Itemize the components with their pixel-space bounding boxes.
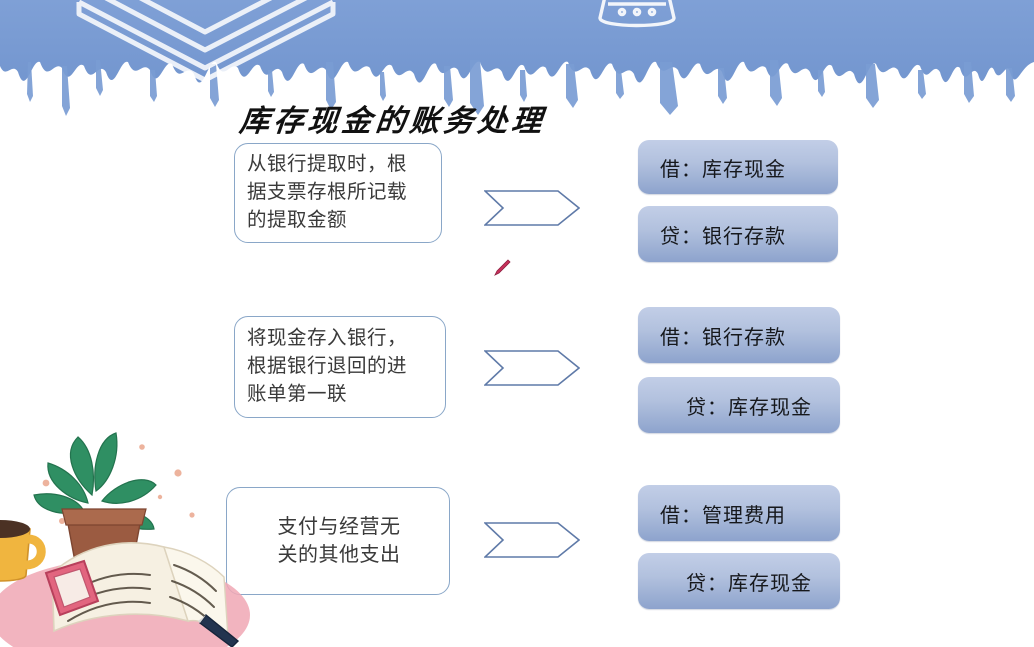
header-banner (0, 0, 1034, 132)
condition-line: 据支票存根所记载 (247, 181, 408, 204)
entry-label: 借：银行存款 (660, 326, 786, 349)
entry-label: 贷：库存现金 (686, 572, 812, 595)
condition-deposit-to-bank: 将现金存入银行， 根据银行退回的进 账单第一联 (234, 316, 446, 418)
entry-label: 贷：银行存款 (660, 225, 786, 248)
condition-non-operating-payment: 支付与经营无 关的其他支出 (226, 487, 450, 595)
condition-withdraw-from-bank: 从银行提取时，根 据支票存根所记载 的提取金额 (234, 143, 442, 243)
coffee-cup-icon (0, 520, 46, 582)
entry-label: 贷：库存现金 (686, 396, 812, 419)
condition-line: 将现金存入银行， (247, 327, 408, 350)
flow-arrow-3 (484, 522, 580, 558)
condition-text: 支付与经营无 关的其他支出 (239, 513, 439, 570)
entry-debit-1: 借：库存现金 (638, 140, 838, 194)
entry-label: 借：管理费用 (660, 504, 786, 527)
condition-line: 支付与经营无 (277, 515, 401, 538)
condition-line: 的提取金额 (247, 208, 348, 231)
condition-text: 从银行提取时，根 据支票存根所记载 的提取金额 (247, 151, 431, 234)
entry-credit-2: 贷：库存现金 (638, 377, 840, 433)
entry-debit-3: 借：管理费用 (638, 485, 840, 541)
coin-purse-outline-icon (598, 0, 676, 28)
condition-line: 根据银行退回的进 (247, 355, 408, 378)
entry-label: 借：库存现金 (660, 158, 786, 181)
entry-credit-1: 贷：银行存款 (638, 206, 838, 262)
condition-line: 从银行提取时，根 (247, 153, 408, 176)
entry-credit-3: 贷：库存现金 (638, 553, 840, 609)
desk-scene-illustration (0, 432, 250, 647)
pen-icon (198, 613, 240, 647)
flow-arrow-2 (484, 350, 580, 386)
bookmark-icon (44, 559, 100, 617)
open-book-outline-icon (76, 0, 336, 83)
condition-text: 将现金存入银行， 根据银行退回的进 账单第一联 (247, 325, 435, 408)
page-title: 库存现金的账务处理 (237, 104, 548, 139)
pen-cursor-icon (494, 259, 511, 276)
open-notebook-icon (44, 542, 240, 647)
condition-line: 账单第一联 (247, 382, 348, 405)
entry-debit-2: 借：银行存款 (638, 307, 840, 363)
condition-line: 关的其他支出 (277, 544, 401, 566)
flow-arrow-1 (484, 190, 580, 226)
